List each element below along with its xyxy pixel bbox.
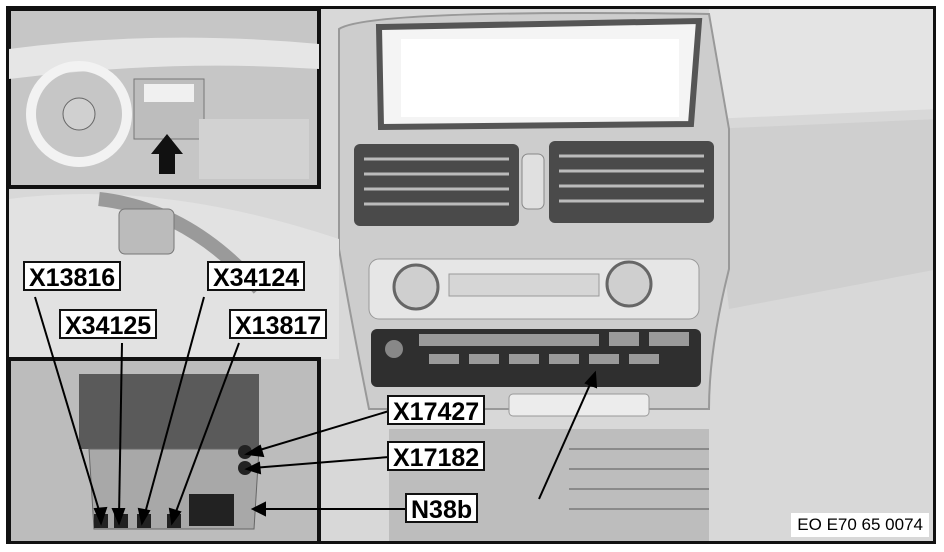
display-screen: [375, 17, 703, 131]
overview-inset: [9, 9, 321, 189]
air-vents: [354, 141, 714, 226]
label-x34125: X34125: [59, 309, 158, 340]
climate-panel: [368, 258, 700, 320]
diagram-frame: X13816 X34124 X34125 X13817 X17427 X1718…: [6, 6, 936, 544]
module-inset: [9, 357, 321, 541]
label-x13817: X13817: [229, 309, 328, 340]
label-n38b: N38b: [405, 493, 479, 524]
radio-unit: [371, 329, 701, 417]
label-x13816: X13816: [23, 261, 122, 292]
up-arrow-icon: [151, 134, 183, 174]
leader-lines: [34, 296, 598, 526]
reference-code: EO E70 65 0074: [791, 513, 929, 537]
label-x34124: X34124: [207, 261, 306, 292]
label-x17182: X17182: [387, 441, 486, 472]
label-x17427: X17427: [387, 395, 486, 426]
